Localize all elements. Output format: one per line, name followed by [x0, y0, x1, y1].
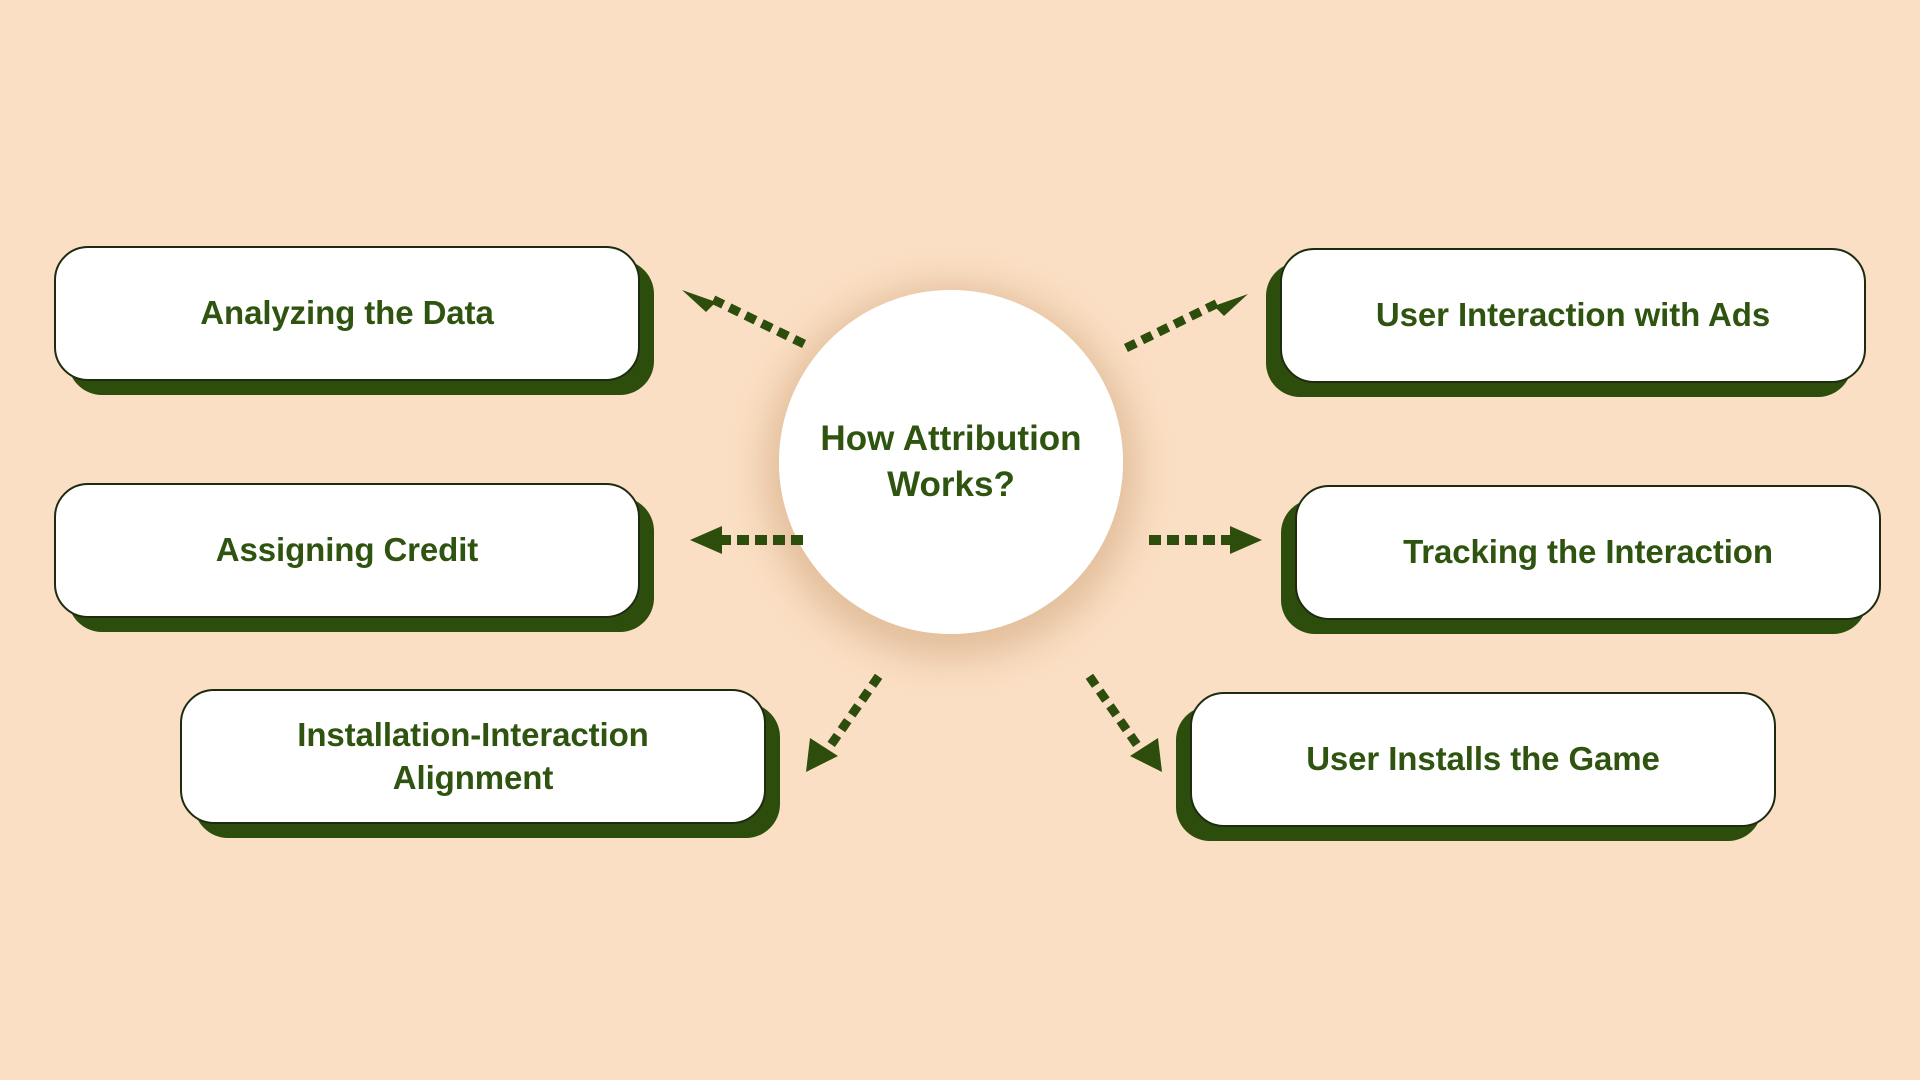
connector-to-user-installs-the-game-icon [1085, 673, 1162, 772]
node-label: Assigning Credit [215, 531, 479, 569]
node-analyzing-the-data[interactable]: Analyzing the Data [54, 246, 654, 395]
node-card: Analyzing the Data [54, 246, 640, 381]
node-label: Tracking the Interaction [1403, 533, 1773, 571]
node-label: Installation-Interaction Alignment [297, 716, 649, 796]
node-label: User Installs the Game [1306, 740, 1660, 778]
center-circle: How Attribution Works? [779, 290, 1123, 634]
connector-to-tracking-the-interaction-icon [1149, 526, 1262, 554]
node-label: User Interaction with Ads [1375, 296, 1771, 334]
connector-to-installation-interaction-icon [806, 673, 883, 772]
connector-to-user-interaction-with-ads-icon [1124, 294, 1248, 353]
node-installation-interaction-alignment[interactable]: Installation-Interaction Alignment [180, 689, 780, 838]
node-user-interaction-with-ads[interactable]: User Interaction with Ads [1266, 248, 1866, 397]
node-card: Tracking the Interaction [1295, 485, 1881, 620]
node-card: User Interaction with Ads [1280, 248, 1866, 383]
node-card: Assigning Credit [54, 483, 640, 618]
node-card: Installation-Interaction Alignment [180, 689, 766, 824]
node-assigning-credit[interactable]: Assigning Credit [54, 483, 654, 632]
center-label: How Attribution Works? [820, 418, 1082, 504]
node-tracking-the-interaction[interactable]: Tracking the Interaction [1281, 485, 1881, 634]
node-user-installs-the-game[interactable]: User Installs the Game [1176, 692, 1776, 841]
center-node[interactable]: How Attribution Works? [779, 290, 1123, 634]
node-label: Analyzing the Data [200, 294, 494, 332]
node-card: User Installs the Game [1190, 692, 1776, 827]
